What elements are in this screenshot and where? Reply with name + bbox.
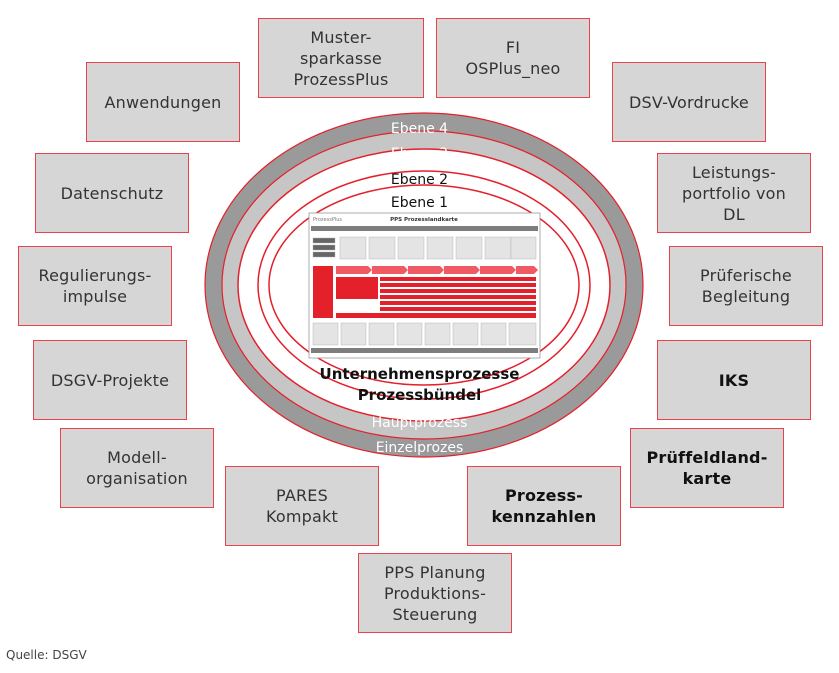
box-pps-planung: PPS Planung Produktions- Steuerung (358, 553, 512, 633)
label-prozessbuendel: Prozessbündel (357, 386, 482, 404)
label-hauptprozess: Hauptprozess (371, 415, 468, 431)
process-map-logo: ProzessPlus (313, 217, 342, 223)
box-prozesskennzahlen-label: Prozess- kennzahlen (491, 486, 597, 526)
label-ebene-4: Ebene 4 (390, 121, 449, 137)
box-datenschutz: Datenschutz (35, 153, 189, 233)
box-leistungsportfolio: Leistungs- portfolio von DL (657, 153, 811, 233)
source-caption: Quelle: DSGV (6, 648, 87, 662)
box-leistungsportfolio-label: Leistungs- portfolio von DL (682, 162, 786, 224)
box-dsgv-projekte-label: DSGV-Projekte (50, 370, 170, 390)
box-pps-planung-label: PPS Planung Produktions- Steuerung (383, 562, 487, 624)
box-dsgv-projekte: DSGV-Projekte (33, 340, 187, 420)
box-fi-osplus-label: FI OSPlus_neo (465, 38, 561, 78)
box-pares-kompakt: PARES Kompakt (225, 466, 379, 546)
box-iks: IKS (657, 340, 811, 420)
box-modellorganisation-label: Modell- organisation (86, 448, 188, 488)
box-regulierungsimpulse-label: Regulierungs- impulse (38, 266, 152, 306)
box-pares-kompakt-label: PARES Kompakt (266, 486, 338, 526)
box-prozesskennzahlen: Prozess- kennzahlen (467, 466, 621, 546)
box-iks-label: IKS (718, 370, 750, 390)
label-unternehmensprozesse: Unternehmensprozesse (319, 365, 520, 383)
label-ebene-2: Ebene 2 (390, 172, 449, 188)
box-prueffeldlandkarte: Prüffeldland- karte (630, 428, 784, 508)
process-map-title: PPS Prozesslandkarte (390, 217, 458, 223)
label-ebene-1: Ebene 1 (390, 195, 449, 211)
box-modellorganisation: Modell- organisation (60, 428, 214, 508)
box-dsv-vordrucke-label: DSV-Vordrucke (629, 92, 749, 112)
box-prueferische-begleitung: Prüferische Begleitung (669, 246, 823, 326)
box-mustersparkasse: Muster- sparkasse ProzessPlus (258, 18, 424, 98)
box-datenschutz-label: Datenschutz (60, 183, 164, 203)
label-ebene-3: Ebene 3 (390, 146, 449, 162)
box-mustersparkasse-label: Muster- sparkasse ProzessPlus (293, 27, 389, 89)
box-prueferische-begleitung-label: Prüferische Begleitung (700, 266, 792, 306)
box-prueffeldlandkarte-label: Prüffeldland- karte (646, 448, 768, 488)
box-regulierungsimpulse: Regulierungs- impulse (18, 246, 172, 326)
label-einzelprozes: Einzelprozes (375, 440, 464, 456)
box-fi-osplus: FI OSPlus_neo (436, 18, 590, 98)
box-anwendungen: Anwendungen (86, 62, 240, 142)
process-map-thumbnail: ProzessPlus PPS Prozesslandkarte (308, 212, 541, 359)
box-anwendungen-label: Anwendungen (104, 92, 222, 112)
box-dsv-vordrucke: DSV-Vordrucke (612, 62, 766, 142)
